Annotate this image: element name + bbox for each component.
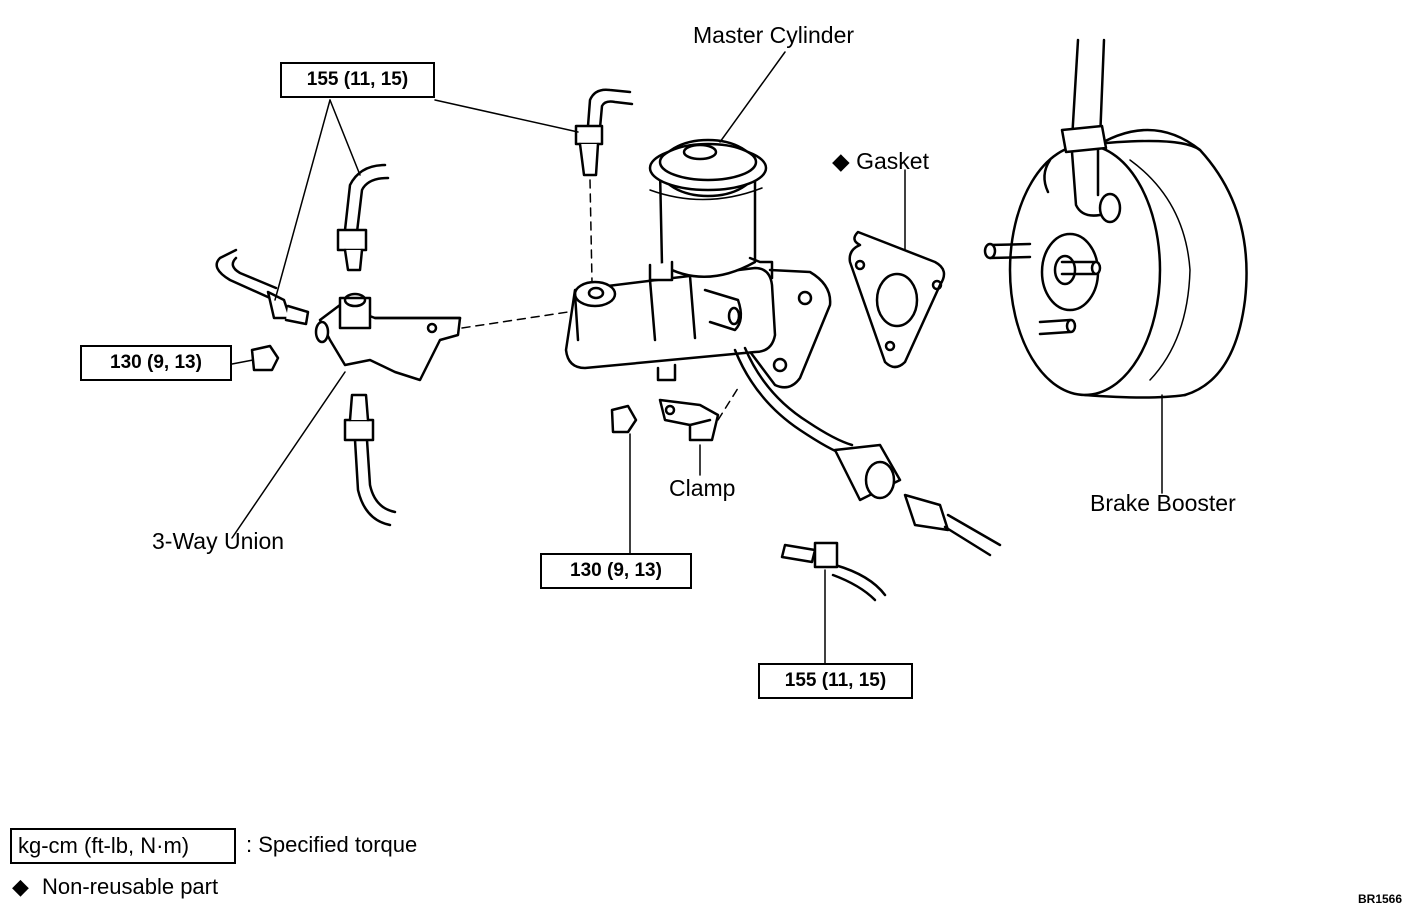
label-gasket: ◆ Gasket (832, 150, 929, 173)
legend-diamond-icon: ◆ (12, 874, 29, 899)
label-clamp: Clamp (669, 475, 736, 501)
label-three-way-union: 3-Way Union (152, 528, 285, 554)
label-master-cylinder: Master Cylinder (693, 22, 855, 48)
master-cylinder-part (564, 138, 832, 389)
legend-torque-box: kg-cm (ft-lb, N·m) (10, 828, 236, 864)
brake-lines (215, 88, 1002, 602)
torque-box-left: 130 (9, 13) (80, 345, 232, 381)
brake-booster (983, 38, 1248, 399)
torque-box-bottom-center: 130 (9, 13) (540, 553, 692, 589)
gasket-part (848, 230, 946, 369)
nonreusable-diamond-icon: ◆ (832, 148, 850, 174)
legend-torque-desc: : Specified torque (246, 832, 418, 857)
bolts-and-clamp (250, 344, 720, 442)
leader-lines (231, 51, 1163, 666)
label-gasket-text: Gasket (856, 148, 929, 174)
three-way-union-part (314, 292, 462, 382)
label-brake-booster: Brake Booster (1090, 490, 1236, 516)
legend-nonreusable-desc: Non-reusable part (42, 874, 219, 899)
alignment-lines (461, 179, 741, 421)
torque-box-top-left: 155 (11, 15) (280, 62, 435, 98)
figure-code: BR1566 (1358, 892, 1403, 906)
torque-box-bottom-right: 155 (11, 15) (758, 663, 913, 699)
